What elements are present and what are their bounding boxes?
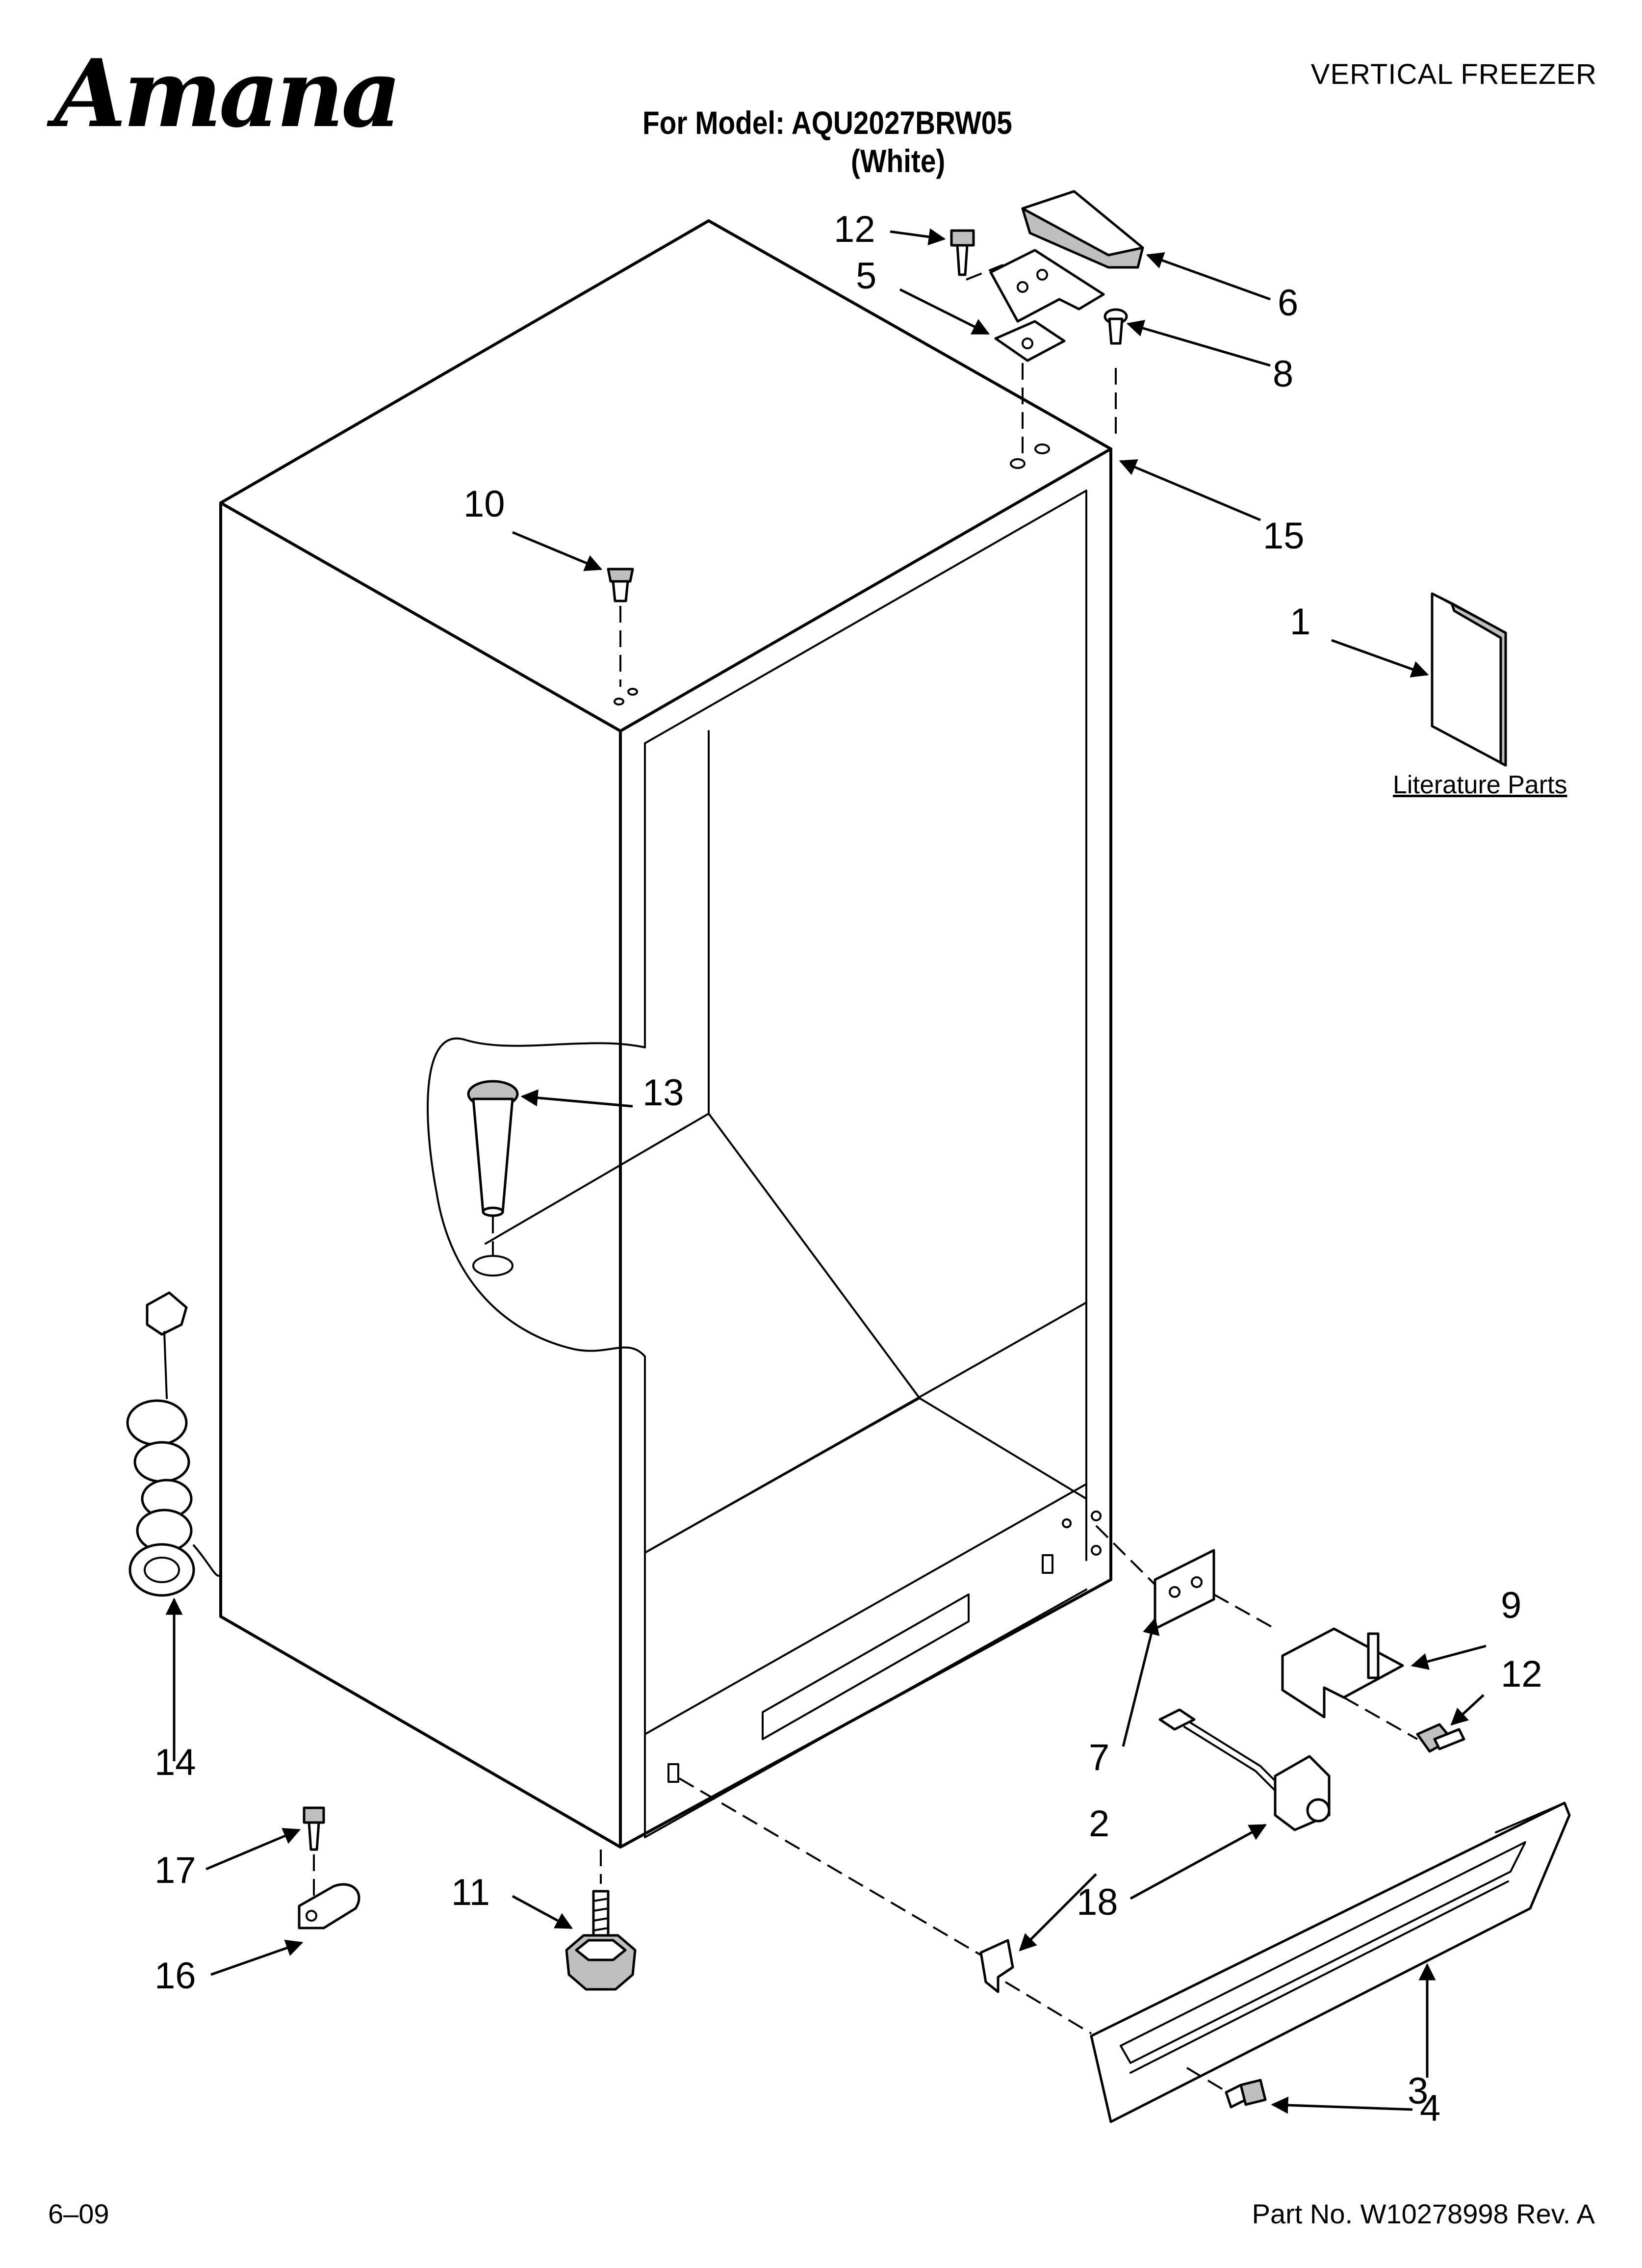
callout-14: 14	[154, 1742, 196, 1783]
callout-3: 3	[1408, 2070, 1429, 2112]
callout-5: 5	[856, 255, 877, 297]
grille-clip-part	[678, 1777, 1092, 2034]
callout-6: 6	[1278, 282, 1299, 324]
callout-4: 4	[1420, 2087, 1441, 2129]
model-variant: (White)	[851, 143, 946, 179]
callout-10: 10	[463, 483, 505, 525]
cord-clip-and-screw	[298, 1806, 360, 1929]
top-plug-part	[607, 568, 634, 687]
wire-switch-part	[1158, 1708, 1331, 1831]
callout-11: 11	[451, 1872, 490, 1913]
literature-parts-caption: Literature Parts	[1393, 771, 1567, 799]
callout-17: 17	[154, 1850, 196, 1891]
callout-12-top: 12	[834, 209, 875, 250]
callout-13: 13	[642, 1072, 684, 1114]
brand-logo: Amana	[54, 39, 402, 148]
top-hinge-assembly	[950, 190, 1144, 456]
callout-16: 16	[154, 1955, 196, 1997]
callout-7: 7	[1089, 1737, 1110, 1778]
callout-2: 2	[1089, 1803, 1110, 1845]
callout-leaders	[165, 228, 1487, 2114]
base-grille-part	[1090, 1801, 1571, 2123]
callout-8: 8	[1273, 353, 1294, 395]
model-number-title: For Model: AQU2027BRW05	[642, 104, 1012, 141]
revision-date: 6–09	[48, 2198, 109, 2229]
callout-12-bottom: 12	[1501, 1653, 1542, 1695]
grille-screw-part	[1186, 2067, 1267, 2109]
document-part-number: Part No. W10278998 Rev. A	[1252, 2198, 1595, 2229]
callout-18: 18	[1077, 1881, 1118, 1923]
callout-9: 9	[1501, 1585, 1522, 1626]
power-cord-part	[126, 1291, 222, 1597]
leveling-leg-part	[565, 1850, 637, 1991]
cabinet-body	[219, 219, 1112, 1849]
callout-15: 15	[1263, 515, 1305, 557]
literature-book-part	[1431, 592, 1507, 767]
drain-tube-part	[467, 1080, 519, 1256]
bottom-hinge-assembly	[1095, 1525, 1465, 1753]
appliance-category: VERTICAL FREEZER	[1310, 58, 1597, 90]
callout-1: 1	[1290, 601, 1311, 643]
